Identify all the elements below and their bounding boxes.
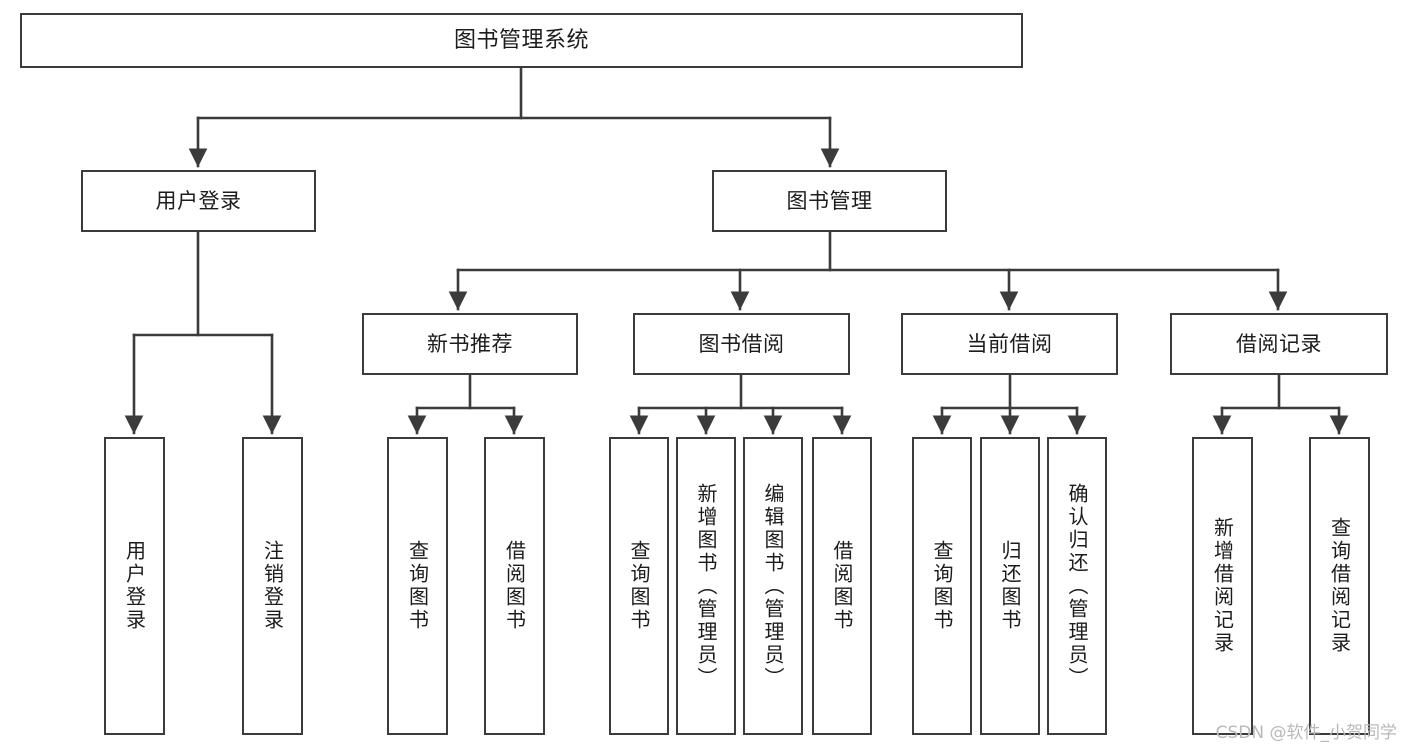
node-label: 查询借阅记录 [1327, 517, 1352, 655]
node-label: 当前借阅 [966, 331, 1053, 356]
node-book-management[interactable]: 图书管理 [712, 170, 947, 232]
node-leaf-logout-login[interactable]: 注销登录 [242, 437, 303, 735]
node-user-login[interactable]: 用户登录 [81, 170, 316, 232]
node-label: 新书推荐 [427, 331, 513, 356]
node-leaf-user-login[interactable]: 用户登录 [104, 437, 165, 735]
node-leaf-confirm-return-admin[interactable]: 确认归还（管理员） [1047, 437, 1107, 735]
node-leaf-query-book-recommend[interactable]: 查询图书 [387, 437, 448, 735]
node-label: 借阅记录 [1236, 331, 1322, 356]
node-leaf-borrow-book-recommend[interactable]: 借阅图书 [484, 437, 545, 735]
node-label: 新增图书（管理员） [694, 482, 718, 690]
node-leaf-add-book-admin[interactable]: 新增图书（管理员） [676, 437, 736, 735]
node-leaf-edit-book-admin[interactable]: 编辑图书（管理员） [743, 437, 803, 735]
node-label: 查询图书 [627, 540, 651, 632]
node-leaf-query-book-current[interactable]: 查询图书 [912, 437, 972, 735]
node-label: 图书管理系统 [453, 27, 589, 53]
node-leaf-query-book-borrow[interactable]: 查询图书 [609, 437, 669, 735]
node-label: 用户登录 [122, 540, 147, 632]
node-label: 借阅图书 [830, 540, 854, 632]
node-root-book-management-system[interactable]: 图书管理系统 [20, 13, 1023, 68]
node-book-borrow[interactable]: 图书借阅 [633, 313, 850, 375]
node-new-book-recommend[interactable]: 新书推荐 [362, 313, 578, 375]
node-label: 查询图书 [930, 540, 954, 632]
node-leaf-add-borrow-record[interactable]: 新增借阅记录 [1192, 437, 1253, 735]
node-label: 查询图书 [405, 540, 430, 632]
node-label: 图书管理 [786, 188, 873, 213]
node-label: 注销登录 [260, 540, 285, 632]
watermark-csdn: CSDN @软件_小贺同学 [1215, 723, 1397, 743]
node-label: 用户登录 [155, 188, 242, 213]
node-borrow-record[interactable]: 借阅记录 [1170, 313, 1388, 375]
node-label: 确认归还（管理员） [1065, 482, 1089, 690]
node-label: 图书借阅 [698, 331, 785, 356]
node-label: 新增借阅记录 [1210, 517, 1235, 655]
node-label: 编辑图书（管理员） [761, 482, 785, 690]
node-leaf-borrow-book-borrow[interactable]: 借阅图书 [812, 437, 872, 735]
node-leaf-query-borrow-record[interactable]: 查询借阅记录 [1309, 437, 1370, 735]
node-leaf-return-book[interactable]: 归还图书 [980, 437, 1040, 735]
node-label: 归还图书 [998, 540, 1022, 632]
node-current-borrow[interactable]: 当前借阅 [901, 313, 1118, 375]
node-label: 借阅图书 [502, 540, 527, 632]
